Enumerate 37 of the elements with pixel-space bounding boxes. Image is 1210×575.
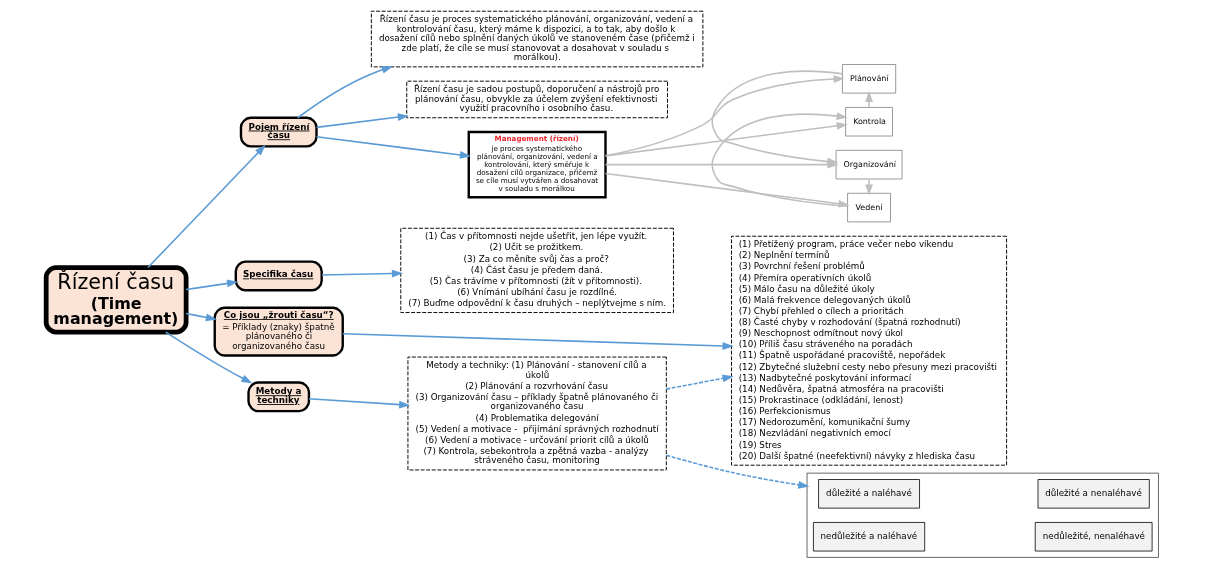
arrow [604, 121, 848, 157]
node-box: důležité a nenaléhavé [1037, 479, 1150, 509]
arrow [184, 279, 238, 291]
arrow [864, 178, 873, 196]
arrow [296, 66, 393, 119]
arrow [307, 397, 410, 409]
arrow [184, 312, 217, 322]
arrow [315, 113, 409, 129]
node-box: Metody a techniky [246, 381, 310, 413]
arrow [341, 332, 734, 350]
node-box: Řízení času je proces systematického plánování, organizování, vedení a kontrolování času, který máme k dispozici, a to tak, aby došlo k dosažení cílů nebo splnění daných úkolů ve stanoveném čase (přičemž i zde platí, že cíle se musí stanovovat a dosahovat v souladu s morálkou). [370, 10, 703, 68]
node-box: (1) Čas v přítomnosti nejde ušetřit, jen lépe využít. (2) Učit se prožitkem. (3) Za co měníte svůj čas a proč? (4) Část času je předem daná. (5) Čas trávíme v přítomnosti (žít v přítomnosti). (6) Vnímání ubíhání času je rozdílné. (7) Buďme odpovědní k času druhých – neplýtvejme s ním. [399, 227, 674, 313]
node-box: Pojem řízení času [239, 116, 318, 148]
arrow [864, 90, 873, 109]
arrow [315, 135, 471, 159]
node-box: Organizování [835, 149, 902, 180]
cluster [806, 472, 1159, 558]
node-box: nedůležité, nenaléhavé [1034, 522, 1152, 552]
node-box: Metody a techniky: (1) Plánování - stanovení cílů a úkolů (2) Plánování a rozvrhování času (3) Organizování času – příklady špatně plánovaného či organizovaného času (4) Problematika delegování (5) Vedení a motivace - přijímání správných rozhodnutí (6) Vedení a motivace - určování priorit cílů a úkolů (7) Kontrola, sebekontrola a zpětná vazba - analýzy stráveného času, monitoring [406, 356, 667, 471]
node-box: důležité a naléhavé [817, 479, 920, 509]
arrow [665, 374, 734, 390]
node-box: Řízení času (Time management) [43, 265, 188, 335]
node-box: Řízení času je sadou postupů, doporučení a nástrojů pro plánování času, obvykle za účelem zvýšení efektivnosti využití pracovního i osobního času. [405, 80, 668, 119]
node-box: Co jsou „žrouti času“? = Příklady (znaky) špatně plánovaného či organizovaného času [213, 306, 344, 357]
arrow [164, 331, 252, 384]
node-box: Specifika času [234, 260, 323, 292]
node-box: Management (řízení) je proces systematického plánování, organizování, vedení a kontrolování, který směřuje k dosažení cílů organizace, přičemž se cíle musí vytvářen a dosahovat v souladu s morálkou [467, 130, 607, 199]
node-box: nedůležité a naléhavé [812, 522, 925, 552]
node-box: Plánování [841, 64, 896, 94]
arrow [665, 454, 809, 489]
node-box: (1) Přetížený program, práce večer nebo víkendu (2) Neplnění termínů (3) Povrchní řešení problémů (4) Přemíra operativních úkolů (5) Málo času na důležité úkoly (6) Malá frekvence delegovaných úkolů (7) Chybí přehled o cílech a prioritách (8) Časté chyby v rozhodování (špatná rozhodnutí) (9) Neschopnost odmítnout nový úkol (10) Příliš času stráveného na poradách (11) Špatně uspořádané pracoviště, nepořádek (12) Zbytečné služební cesty nebo přesuny mezi pracovišti (13) Nadbytečné poskytování informací (14) Nedůvěra, špatná atmosféra na pracovišti (15) Prokrastinace (odkládání, lenost) (16) Perfekcionismus (17) Nedorozumění, komunikační šumy (18) Nezvládání negativních emocí (19) Stres (20) Další špatné (neefektivní) návyky z hlediska času [730, 235, 1007, 466]
arrow [146, 144, 266, 269]
arrow [604, 75, 845, 157]
arrow [320, 269, 403, 278]
node-box: Vedení [846, 192, 891, 223]
arrow [710, 70, 843, 166]
node-box: Kontrola [844, 107, 893, 137]
